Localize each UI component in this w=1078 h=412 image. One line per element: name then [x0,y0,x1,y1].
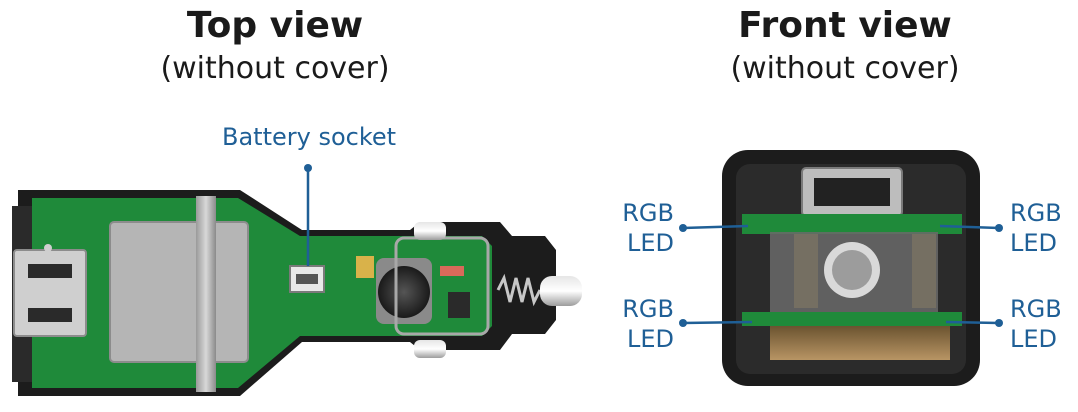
front-lower-pcb [742,312,962,326]
rgb-led-label-line2: LED [1010,229,1058,257]
top-view-title: Top view [186,5,364,46]
rgb-led-label-right-bottom: RGB LED [1010,294,1076,354]
front-view-subtitle: (without cover) [730,51,960,86]
top-view-device [12,190,582,396]
leader-line [945,320,1000,325]
battery-socket-label: Battery socket [222,123,397,151]
rgb-led-label-right-top: RGB LED [1010,198,1076,258]
front-upper-pcb [742,214,962,234]
rgb-led-label-left-top: RGB LED [596,198,674,258]
screw [44,244,52,252]
usb-slot-bottom [28,308,72,322]
leader-line [682,224,749,230]
rgb-led-label-left-bottom: RGB LED [596,294,674,354]
main-module [109,221,249,363]
front-view-device [722,150,980,386]
rgb-led-label-line1: RGB [622,199,674,227]
leader-line [939,224,1000,230]
battery-contact-inner [832,250,872,290]
component [448,292,470,318]
leader-line [682,320,753,325]
front-usb-slot [814,178,890,206]
battery-socket-pins [296,274,318,284]
rgb-led-label-line2: LED [1010,325,1058,353]
metal-strap [196,196,216,392]
spring [496,273,542,307]
top-view-subtitle: (without cover) [160,51,390,86]
rgb-led-label-line2: LED [626,229,674,257]
side-clip-top [414,222,446,240]
component [440,266,464,276]
battery-socket-leader [304,164,312,266]
side-clip-bottom [414,340,446,358]
rgb-led-leaders [679,224,1003,327]
rgb-led-label-line1: RGB [1010,199,1062,227]
rgb-led-label-line1: RGB [1010,295,1062,323]
front-view-title: Front view [738,5,952,46]
front-base [770,326,950,360]
usb-slot-top [28,264,72,278]
rgb-led-label-line2: LED [626,325,674,353]
rgb-led-label-line1: RGB [622,295,674,323]
component [356,256,374,278]
tip-pin [540,276,582,306]
inductor-coil [378,266,430,318]
usb-port [13,249,87,337]
